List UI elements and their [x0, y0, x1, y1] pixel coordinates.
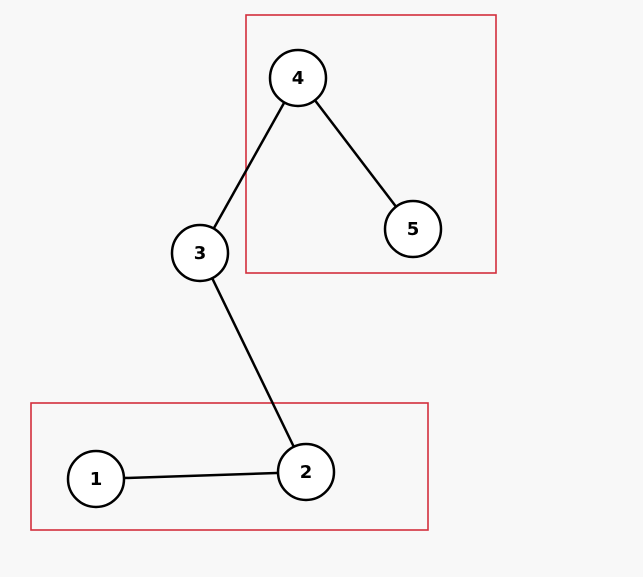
node-circle-4	[268, 48, 328, 108]
node-label-1: 1	[90, 469, 103, 490]
node-label-3: 3	[194, 243, 207, 264]
node-2: 2	[276, 442, 336, 502]
node-circle-2	[276, 442, 336, 502]
node-1: 1	[66, 449, 126, 509]
edge-4-5	[297, 77, 414, 230]
node-circle-5	[383, 199, 443, 259]
edge-2-3	[198, 252, 308, 473]
group-box-4-5	[245, 14, 497, 274]
group-boxes	[30, 14, 497, 531]
edge-3-4	[198, 77, 300, 254]
node-3: 3	[170, 223, 230, 283]
edge-1-2	[95, 470, 307, 481]
node-label-2: 2	[300, 462, 313, 483]
node-label-5: 5	[407, 219, 420, 240]
group-box-1-2	[30, 402, 429, 531]
node-circle-3	[170, 223, 230, 283]
node-4: 4	[268, 48, 328, 108]
node-5: 5	[383, 199, 443, 259]
edges	[95, 77, 414, 481]
node-circle-1	[66, 449, 126, 509]
node-label-4: 4	[292, 68, 305, 89]
nodes: 1 2 3 4 5	[66, 48, 443, 509]
